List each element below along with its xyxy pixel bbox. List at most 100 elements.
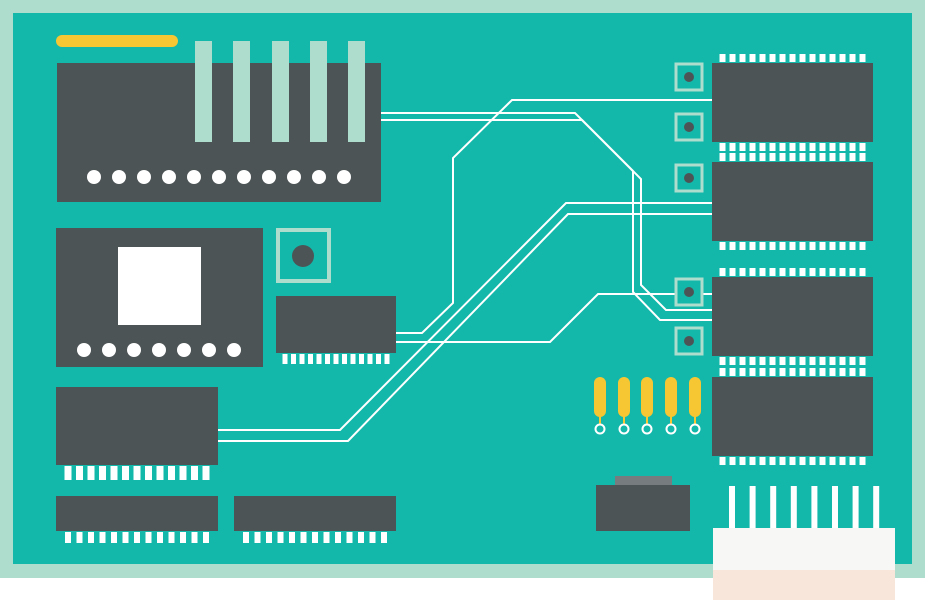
chip-pin (829, 153, 836, 161)
chip-pin (739, 242, 746, 250)
chip-pin (719, 54, 726, 62)
square-pad (276, 228, 331, 283)
chip-pin (168, 466, 175, 480)
chip-pin (350, 354, 356, 364)
chip-pin (749, 268, 756, 276)
chip-pin (839, 357, 846, 365)
switch-top (615, 476, 672, 487)
chip-pin (849, 368, 856, 376)
chip-pin (376, 354, 381, 364)
chip-pin (839, 268, 846, 276)
yellow-pin-hole (641, 423, 653, 435)
yellow-pin (618, 377, 630, 417)
chip-pin (789, 457, 796, 465)
chip-pin (156, 466, 164, 480)
chip-pin (769, 368, 776, 376)
chip-pin (819, 242, 826, 250)
chip-pin (799, 368, 806, 376)
chip-pin (145, 532, 152, 543)
chip-pin (829, 54, 836, 62)
chip-pin (849, 268, 856, 276)
chip-pin (769, 268, 776, 276)
ic-chip (712, 162, 873, 241)
connector-pin (852, 486, 859, 528)
chip-pin (769, 457, 776, 465)
chip-pin (789, 268, 796, 276)
chip-pin (335, 532, 341, 543)
chip-pin (799, 153, 806, 161)
processor-contact-dots (87, 170, 351, 184)
chip-pin (719, 368, 726, 376)
chip-pin (759, 357, 766, 365)
chip-pin (859, 242, 866, 250)
chip-pin (769, 242, 776, 250)
yellow-pin (641, 377, 653, 417)
chip-pin (749, 143, 756, 151)
chip-pin (76, 466, 83, 480)
chip-pin (759, 457, 766, 465)
chip-pin (789, 357, 796, 365)
connector-pin (770, 486, 777, 528)
chip-pin (809, 153, 816, 161)
yellow-header-pins (594, 377, 701, 435)
chip-pin (839, 242, 846, 250)
yellow-pin-hole (594, 423, 606, 435)
switch-body (596, 485, 690, 531)
chip-pin (799, 268, 806, 276)
connector-base (713, 570, 895, 600)
chip-pin (849, 54, 856, 62)
contact-dot (212, 170, 226, 184)
chip-pin (779, 368, 786, 376)
yellow-pin (594, 377, 606, 417)
chip-pin (799, 457, 806, 465)
chip-pin (719, 457, 726, 465)
chip-pin (729, 268, 736, 276)
contact-dot (77, 343, 91, 357)
chip-pin (809, 242, 816, 250)
chip-pin (719, 153, 726, 161)
contact-dot (237, 170, 251, 184)
chip-pin (145, 466, 152, 480)
chip-pin (839, 153, 846, 161)
chip-pin (809, 357, 816, 365)
contact-dot (162, 170, 176, 184)
chip-pin (759, 54, 766, 62)
chip-pin (749, 368, 756, 376)
chip-pin (789, 242, 796, 250)
chip-pin (799, 242, 806, 250)
chip-pin (859, 143, 866, 151)
chip-pin (729, 143, 736, 151)
contact-dot (337, 170, 351, 184)
chip-pin (729, 242, 736, 250)
connector-body (713, 528, 895, 570)
ic-chip (56, 387, 218, 465)
chip-pin (739, 357, 746, 365)
chip-pin (779, 54, 786, 62)
chip-pin (277, 532, 284, 543)
chip-pin (384, 354, 390, 364)
connector-pin (790, 486, 797, 528)
chip-pin (325, 354, 330, 364)
chip-pin (254, 532, 261, 543)
square-pad-dot (292, 245, 314, 267)
via-pad-dot (684, 122, 694, 132)
chip-pin (191, 466, 198, 480)
display-contact-dots (77, 343, 241, 357)
connector-pin (811, 486, 818, 528)
chip-pin (769, 357, 776, 365)
ic-chip (712, 377, 873, 456)
chip-pin (99, 532, 106, 543)
chip-pin (829, 242, 836, 250)
contact-dot (287, 170, 301, 184)
chip-pin (789, 143, 796, 151)
chip-pin (243, 532, 249, 543)
chip-pin (769, 54, 776, 62)
heatsink-fins (195, 41, 365, 142)
heatsink-fin (272, 41, 289, 142)
chip-pin (369, 532, 376, 543)
chip-pin (799, 357, 806, 365)
chip-pin (367, 354, 373, 364)
chip-pin (809, 54, 816, 62)
via-pad-dot (684, 287, 694, 297)
yellow-pin-hole (689, 423, 701, 435)
